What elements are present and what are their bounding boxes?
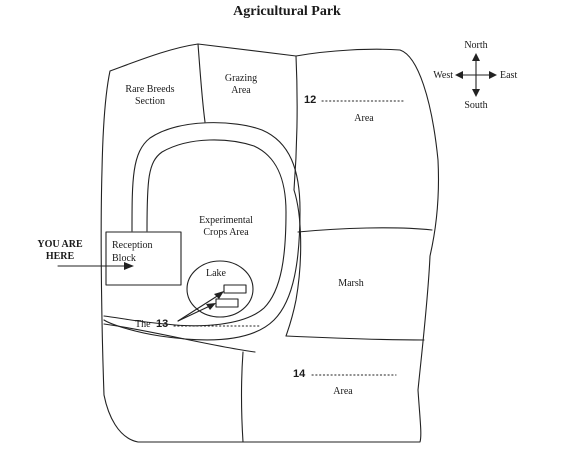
lake-label: Lake xyxy=(206,268,227,279)
compass-arrow-west xyxy=(455,71,463,79)
question-13-number: 13 xyxy=(156,318,168,330)
q13-arrow-lower-head xyxy=(206,303,216,310)
rare-breeds-label-line2: Section xyxy=(135,96,165,107)
boundary-bottom-middle xyxy=(240,351,244,443)
question-13-prefix: The xyxy=(135,319,151,330)
lake-marker-upper xyxy=(223,284,247,294)
question-12-number: 12 xyxy=(304,94,316,106)
compass-south-label: South xyxy=(464,100,487,111)
reception-block xyxy=(105,231,182,286)
compass-arrow-north xyxy=(472,53,480,61)
rare-breeds-label-line1: Rare Breeds xyxy=(125,84,174,95)
q13-arrow-upper xyxy=(177,292,223,322)
experimental-label-line1: Experimental xyxy=(199,215,253,226)
reception-label-line1: Reception xyxy=(112,240,153,251)
boundary-grazing-area12 xyxy=(293,55,298,191)
experimental-label-line2: Crops Area xyxy=(203,227,249,238)
map-title: Agricultural Park xyxy=(233,4,341,19)
boundary-marsh-west xyxy=(285,189,302,337)
path-inner-line xyxy=(103,139,287,327)
question-14-number: 14 xyxy=(293,368,306,380)
compass-east-label: East xyxy=(500,70,517,81)
boundary-marsh-area14 xyxy=(285,335,425,341)
boundary-rare-grazing xyxy=(197,43,206,123)
path-outer-line xyxy=(103,122,301,341)
park-boundary xyxy=(100,43,440,443)
boundary-area12-marsh xyxy=(297,227,433,233)
marsh-label: Marsh xyxy=(338,278,364,289)
compass-arrow-east xyxy=(489,71,497,79)
compass: North South East West xyxy=(433,40,517,111)
grazing-label-line2: Area xyxy=(231,85,251,96)
you-are-here-line2: HERE xyxy=(46,251,75,262)
area-12-label: Area xyxy=(354,113,374,124)
area-14-label: Area xyxy=(333,386,353,397)
compass-west-label: West xyxy=(433,70,453,81)
you-are-here-arrow-head xyxy=(124,262,134,270)
compass-north-label: North xyxy=(464,40,487,51)
lake xyxy=(186,260,254,318)
lake-marker-lower xyxy=(215,298,239,308)
grazing-label-line1: Grazing xyxy=(225,73,257,84)
compass-arrow-south xyxy=(472,89,480,97)
q13-arrow-upper-head xyxy=(214,291,224,299)
reception-label-line2: Block xyxy=(112,253,136,264)
you-are-here-line1: YOU ARE xyxy=(37,239,83,250)
